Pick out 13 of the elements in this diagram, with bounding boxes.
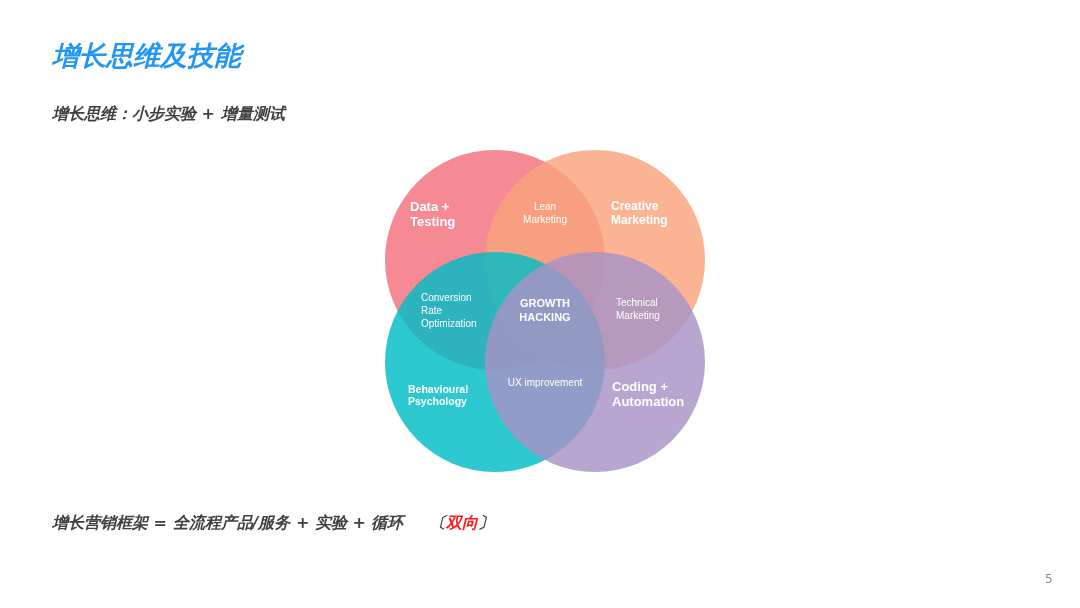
circle-label: Behavioural Psychology — [408, 383, 470, 408]
subtitle: 增长思维：小步实验 + 增量测试 — [52, 104, 285, 125]
framework-note: 增长营销框架 = 全流程产品/服务 + 实验 + 循环 — [52, 513, 404, 534]
circle-label: Data + Testing — [410, 200, 457, 230]
circle-label: Coding + Automation — [612, 380, 686, 410]
page-number: 5 — [1045, 572, 1053, 586]
circle-label: Creative Marketing — [611, 200, 669, 228]
overlap-label: Technical Marketing — [616, 296, 661, 322]
overlap-label: Conversion Rate Optimization — [421, 291, 478, 330]
bracket-note: 〔双向〕 — [430, 513, 494, 534]
center-label: GROWTH HACKING — [518, 296, 572, 325]
overlap-label: Lean Marketing — [522, 200, 568, 226]
overlap-label: UX improvement — [506, 376, 584, 389]
